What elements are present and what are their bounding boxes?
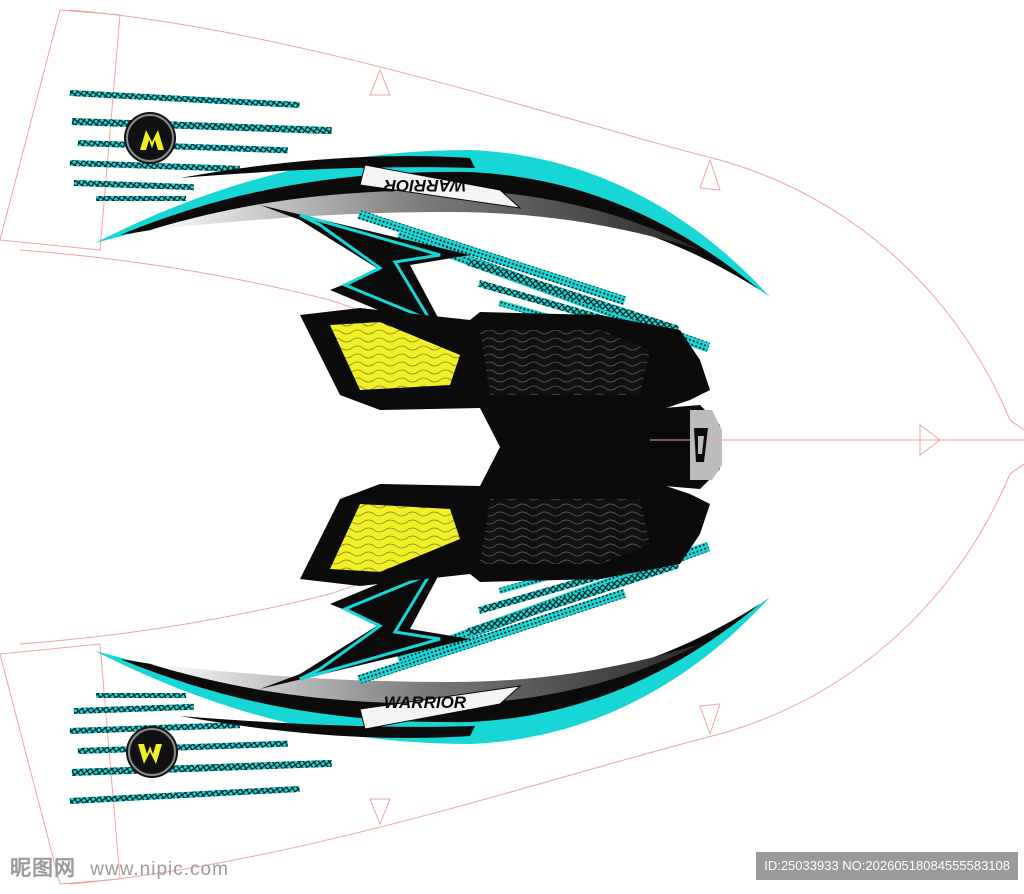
nose-piece	[650, 410, 1024, 480]
warrior-w-badge-icon	[126, 726, 178, 778]
warrior-w-badge-icon	[124, 112, 176, 164]
watermark-site: 昵图网 www.nipic.com	[10, 852, 229, 882]
warrior-w-logo-icon	[694, 428, 708, 462]
brand-text-top: WARRIOR	[383, 176, 466, 195]
brand-text-bottom: WARRIOR	[384, 693, 467, 712]
site-url[interactable]: www.nipic.com	[90, 859, 229, 880]
site-logo: 昵图网	[10, 856, 76, 880]
watermark-id: ID:25033933 NO:20260518084555583108	[756, 852, 1018, 880]
